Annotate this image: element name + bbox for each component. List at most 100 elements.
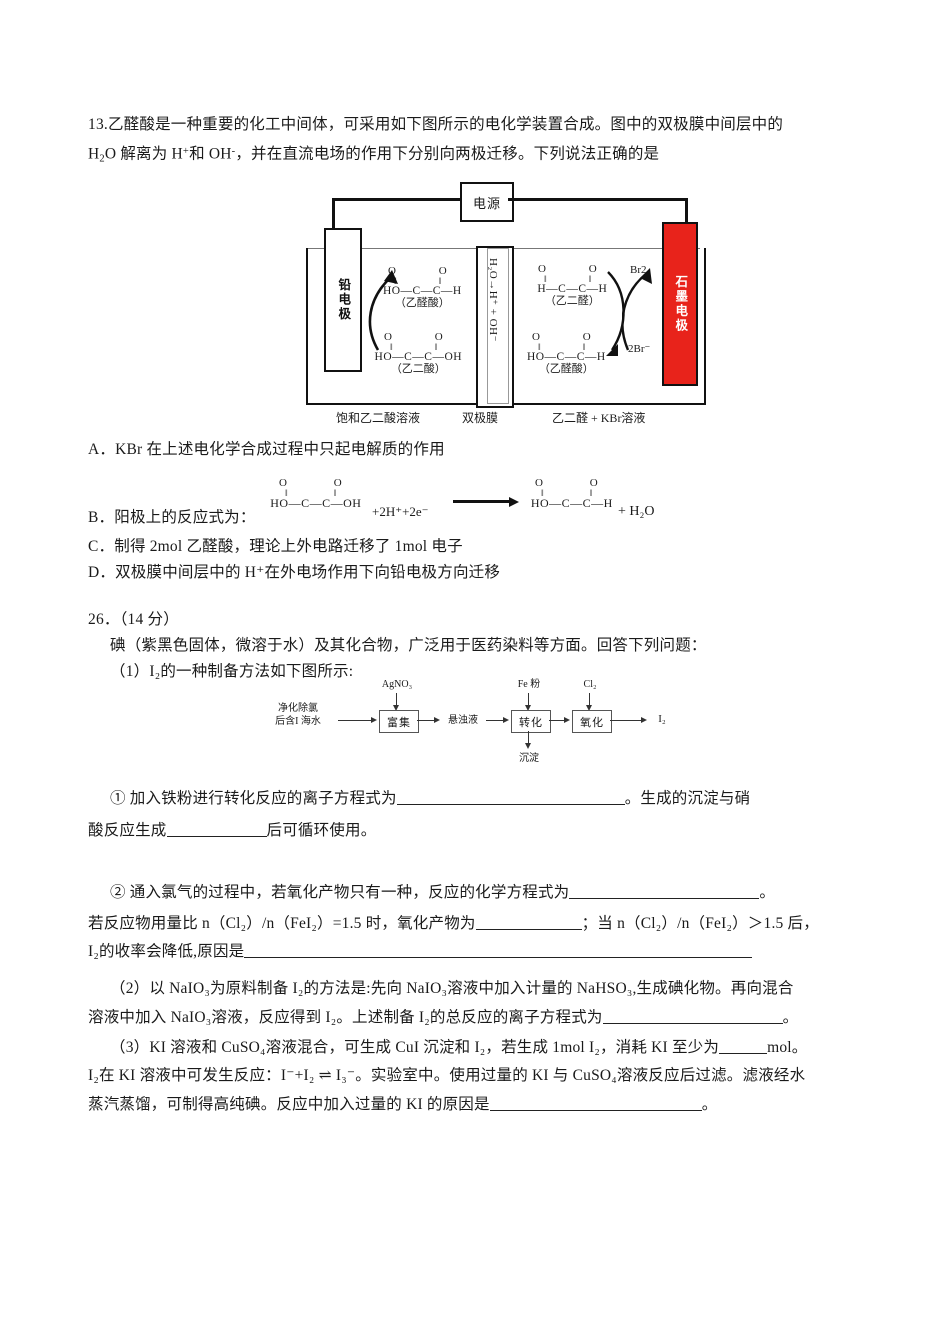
flow-line-1 — [417, 720, 435, 722]
molecule-chain: HO—C—C—H — [526, 350, 606, 363]
molecule-glyoxylic-acid-right: O O ‖ ‖ HO—C—C—H （乙醛酸） — [522, 331, 611, 375]
power-source-box: 电源 — [460, 182, 514, 222]
q26-item2-text-a: ② 通入氯气的过程中，若氧化产物只有一种，反应的化学方程式为 — [110, 884, 570, 901]
product-bonds: ‖ ‖ — [541, 487, 615, 498]
molecule-name: （乙醛酸） — [394, 296, 450, 309]
electrochemical-cell-diagram: 电源 铅电极 石墨电极 H₂O→H⁺ + OH⁻ O O ‖ ‖ HO—C—C—… — [300, 182, 712, 430]
q13-stem-part-c: 和 OH — [189, 145, 232, 163]
iodine-preparation-flowchart: 净化除氯 后含I 海水 AgNO₃ 富集 悬浊液 Fe 粉 转化 沉淀 — [262, 676, 682, 774]
product-oxygens: O O — [535, 477, 620, 489]
flow-line-3 — [549, 720, 565, 722]
flow-arrow-in-line — [338, 720, 372, 722]
q26-item2-text-b: 。 — [759, 884, 776, 901]
equation-electrons-term: +2H⁺+2e⁻ — [372, 504, 429, 519]
q26-sub1-intro: （1）I₂的一种制备方法如下图所示: — [110, 663, 354, 680]
graphite-electrode-label: 石墨电极 — [673, 275, 688, 333]
flow-reagent-cl2: Cl₂ — [583, 679, 597, 690]
q26-item2-line3: I₂的收率会降低,原因是 — [88, 939, 753, 964]
q26-item2-text-d: ；当 n（Cl₂）/n（FeI₂）＞1.5 后， — [581, 915, 819, 932]
molecule-glyoxylic-acid-left: O O ‖ ‖ HO—C—C—H （乙醛酸） — [378, 265, 467, 309]
flow-head-3-icon — [564, 716, 570, 723]
flow-agno3-head-icon — [393, 705, 399, 711]
reactant-oxygens: O O — [279, 477, 364, 489]
flow-line-4 — [610, 720, 642, 722]
flow-input-label: 净化除氯 后含I 海水 — [262, 702, 334, 728]
flow-box-enrichment: 富集 — [379, 710, 419, 733]
power-source-label: 电源 — [472, 195, 501, 211]
molecule-bonds: ‖ ‖ — [544, 273, 612, 284]
flow-box-oxidation: 氧化 — [572, 710, 612, 733]
q26-item1-blank-2[interactable] — [166, 836, 267, 837]
q13-option-b-prefix: B．阳极上的反应式为： — [88, 509, 256, 526]
q26-item1-line2: 酸反应生成后可循环使用。 — [88, 818, 376, 843]
flow-fe-line — [528, 693, 530, 707]
molecule-name: （乙二醛） — [544, 294, 600, 307]
q26-item2-blank-1[interactable] — [569, 898, 760, 899]
molecule-bonds: ‖ ‖ — [538, 341, 606, 352]
q26-item1-blank-1[interactable] — [396, 804, 625, 805]
wire-left-vertical — [332, 198, 335, 230]
molecule-chain: H—C—C—H — [537, 282, 608, 295]
q26-item2-line1: ② 通入氯气的过程中，若氧化产物只有一种，反应的化学方程式为 。 — [110, 880, 775, 905]
molecule-oxalic-acid-left: O O ‖ ‖ HO—C—C—OH （乙二酸） — [374, 331, 463, 375]
equation-water-term: + H₂O — [618, 504, 655, 519]
bipolar-membrane-inner-layer — [487, 248, 509, 404]
q26-sub3-line2: I₂在 KI 溶液中可发生反应：I⁻+I₂ ⇌ I₃⁻。实验室中。使用过量的 K… — [88, 1067, 806, 1084]
molecule-oxygens: O O — [532, 331, 611, 343]
flow-box-conversion: 转化 — [511, 710, 551, 733]
species-br2-label: Br2 — [630, 264, 647, 276]
molecule-bonds: ‖ ‖ — [394, 275, 462, 286]
q13-stem-line1: 13.乙醛酸是一种重要的化工中间体，可采用如下图所示的电化学装置合成。图中的双极… — [88, 116, 784, 133]
molecule-bonds: ‖ ‖ — [390, 341, 458, 352]
q26-sub3-text-b: mol。 — [767, 1039, 808, 1056]
flow-head-2-icon — [503, 716, 509, 723]
flow-input-line1: 净化除氯 — [278, 703, 318, 714]
equation-reactant: O O ‖ ‖ HO—C—C—OH — [268, 477, 364, 509]
molecule-oxygens: O O — [388, 265, 467, 277]
q26-sub2-blank[interactable] — [602, 1023, 783, 1024]
q26-intro: 碘（紫黑色固体，微溶于水）及其化合物，广泛用于医药染料等方面。回答下列问题： — [110, 637, 707, 654]
q26-sub3-blank-1[interactable] — [719, 1053, 768, 1054]
flow-head-1-icon — [434, 716, 440, 723]
q26-sub3-text-d: 。 — [701, 1096, 718, 1113]
wire-right-vertical — [685, 198, 688, 224]
q26-sub3-text-c: 蒸汽蒸馏，可制得高纯碘。反应中加入过量的 KI 的原因是 — [88, 1096, 490, 1113]
flow-input-line2: 后含I 海水 — [275, 716, 321, 727]
flow-byproduct-precipitate: 沉淀 — [519, 753, 539, 764]
q13-stem-h2o-sub: 2 — [99, 153, 105, 165]
base-label-left: 饱和乙二酸溶液 — [336, 411, 421, 425]
q13-option-a: A．KBr 在上述电化学合成过程中只起电解质的作用 — [88, 441, 445, 458]
lead-electrode: 铅电极 — [324, 228, 362, 372]
flow-fe-head-icon — [525, 705, 531, 711]
q26-item2-blank-2[interactable] — [475, 929, 582, 930]
graphite-electrode: 石墨电极 — [662, 222, 698, 386]
flow-line-2 — [486, 720, 504, 722]
base-label-right: 乙二醛 + KBr溶液 — [552, 411, 646, 425]
molecule-chain: HO—C—C—H — [382, 284, 462, 297]
species-bromide-label: 2Br⁻ — [628, 343, 651, 355]
q26-item2-text-c: 若反应物用量比 n（Cl₂）/n（FeI₂）=1.5 时，氧化产物为 — [88, 915, 476, 932]
wire-right-horizontal — [508, 198, 688, 201]
molecule-oxygens: O O — [538, 263, 617, 275]
flow-box-oxidation-label: 氧化 — [580, 716, 604, 729]
product-chain: HO—C—C—H — [530, 495, 613, 510]
flow-head-4-icon — [641, 716, 647, 723]
flow-cl2-head-icon — [586, 705, 592, 711]
q26-sub2-line1: （2）以 NaIO₃为原料制备 I₂的方法是:先向 NaIO₃溶液中加入计量的 … — [110, 980, 794, 997]
q13-option-c: C．制得 2mol 乙醛酸，理论上外电路迁移了 1mol 电子 — [88, 538, 463, 555]
q13-option-d: D．双极膜中间层中的 H⁺在外电场作用下向铅电极方向迁移 — [88, 564, 501, 581]
q26-item1-line1: ① 加入铁粉进行转化反应的离子方程式为。生成的沉淀与硝 — [110, 786, 750, 811]
membrane-dissociation-label: H₂O→H⁺ + OH⁻ — [487, 258, 499, 342]
molecule-name: （乙醛酸） — [538, 362, 594, 375]
q13-stem-line2: H2O 解离为 H+和 OH-，并在直流电场的作用下分别向两极迁移。下列说法正确… — [88, 139, 659, 171]
q26-sub2-line2: 溶液中加入 NaIO₃溶液，反应得到 I₂。上述制备 I₂的总反应的离子方程式为… — [88, 1005, 798, 1030]
q26-sub3-text-a: （3）KI 溶液和 CuSO₄溶液混合，可生成 CuI 沉淀和 I₂，若生成 1… — [110, 1039, 720, 1056]
q13-stem-h2o-h: H — [88, 145, 100, 163]
q26-item2-line2: 若反应物用量比 n（Cl₂）/n（FeI₂）=1.5 时，氧化产物为 ；当 n（C… — [88, 911, 819, 936]
flow-reagent-agno3: AgNO₃ — [381, 679, 413, 690]
q26-sub3-blank-2[interactable] — [489, 1110, 702, 1111]
q26-number: 26．（14 分） — [88, 611, 179, 628]
q26-item2-blank-3[interactable] — [244, 957, 753, 958]
lead-electrode-label: 铅电极 — [336, 278, 351, 322]
